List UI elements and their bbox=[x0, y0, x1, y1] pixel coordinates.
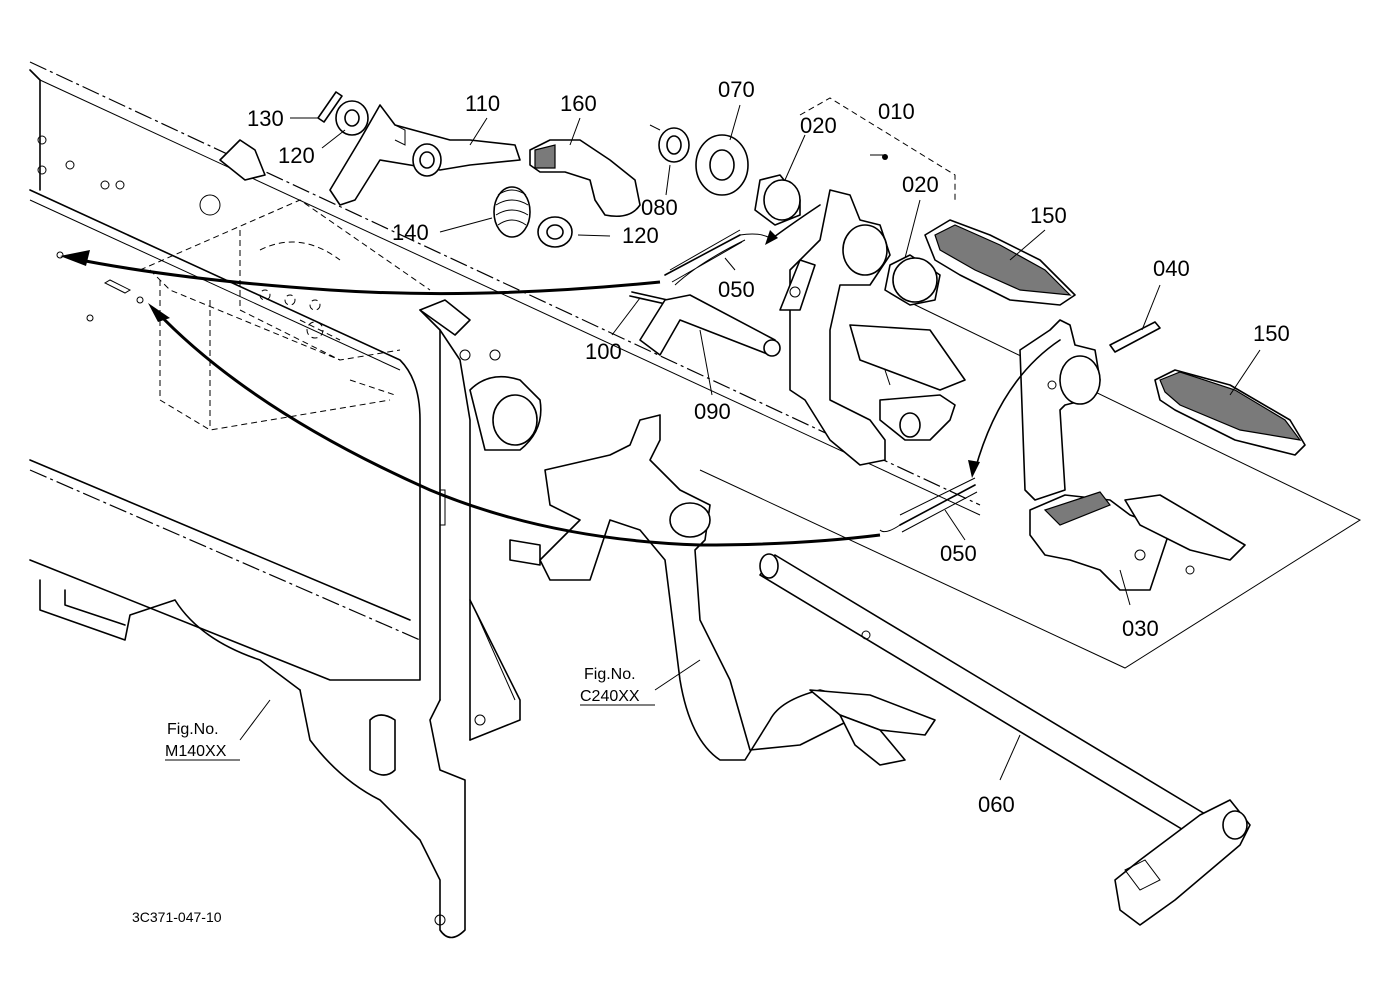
fig-ref-c240-line2: C240XX bbox=[580, 688, 640, 705]
part-150-pad-upper bbox=[924, 219, 1076, 306]
part-110-lever bbox=[329, 104, 521, 206]
label-070: 070 bbox=[718, 77, 755, 102]
label-130: 130 bbox=[247, 106, 284, 131]
part-030-pedal bbox=[1019, 319, 1246, 591]
part-160-boot bbox=[529, 139, 641, 218]
label-020-lower: 020 bbox=[902, 172, 939, 197]
label-080: 080 bbox=[641, 195, 678, 220]
part-090-shaft bbox=[639, 294, 781, 357]
label-120-lower: 120 bbox=[622, 223, 659, 248]
part-c240-pedal bbox=[539, 414, 936, 766]
fig-ref-m140-line1: Fig.No. bbox=[167, 721, 219, 738]
part-130-pin bbox=[317, 91, 343, 123]
label-050-upper: 050 bbox=[718, 277, 755, 302]
part-150-pad-lower bbox=[1154, 369, 1306, 456]
label-100: 100 bbox=[585, 339, 622, 364]
chassis-frame bbox=[29, 61, 981, 939]
label-050-lower: 050 bbox=[940, 541, 977, 566]
label-120-top: 120 bbox=[278, 143, 315, 168]
figure-references: Fig.No. C240XX Fig.No. M140XX bbox=[165, 666, 640, 760]
part-060-shaft bbox=[759, 553, 1251, 926]
part-070-washer bbox=[695, 134, 749, 196]
fig-ref-c240-line1: Fig.No. bbox=[584, 666, 636, 683]
label-150-upper: 150 bbox=[1030, 203, 1067, 228]
label-040: 040 bbox=[1153, 256, 1190, 281]
part-120-washer-lower bbox=[537, 216, 573, 248]
label-140: 140 bbox=[392, 220, 429, 245]
drawing-code: 3C371-047-10 bbox=[132, 909, 222, 925]
assembly-box-010 bbox=[699, 97, 1362, 669]
label-090: 090 bbox=[694, 399, 731, 424]
part-number-labels: 130 120 110 160 070 080 020 010 020 140 … bbox=[247, 77, 1290, 817]
part-120-washer bbox=[335, 100, 369, 136]
label-150-lower: 150 bbox=[1253, 321, 1290, 346]
part-080-clip bbox=[649, 124, 690, 163]
part-040-pin bbox=[1109, 321, 1161, 353]
connection-arrows bbox=[60, 204, 1061, 547]
label-110: 110 bbox=[465, 91, 500, 116]
part-020-bushing-a bbox=[754, 174, 801, 226]
fig-ref-m140-line2: M140XX bbox=[165, 743, 227, 760]
part-050-spring-lower bbox=[879, 477, 978, 533]
part-010-pedal bbox=[779, 189, 966, 466]
part-020-bushing-b bbox=[884, 254, 941, 306]
leader-lines bbox=[165, 104, 1261, 781]
label-160: 160 bbox=[560, 91, 597, 116]
label-010: 010 bbox=[878, 99, 915, 124]
label-060: 060 bbox=[978, 792, 1015, 817]
part-140-spring bbox=[493, 186, 531, 238]
label-020-upper: 020 bbox=[800, 113, 837, 138]
label-030: 030 bbox=[1122, 616, 1159, 641]
